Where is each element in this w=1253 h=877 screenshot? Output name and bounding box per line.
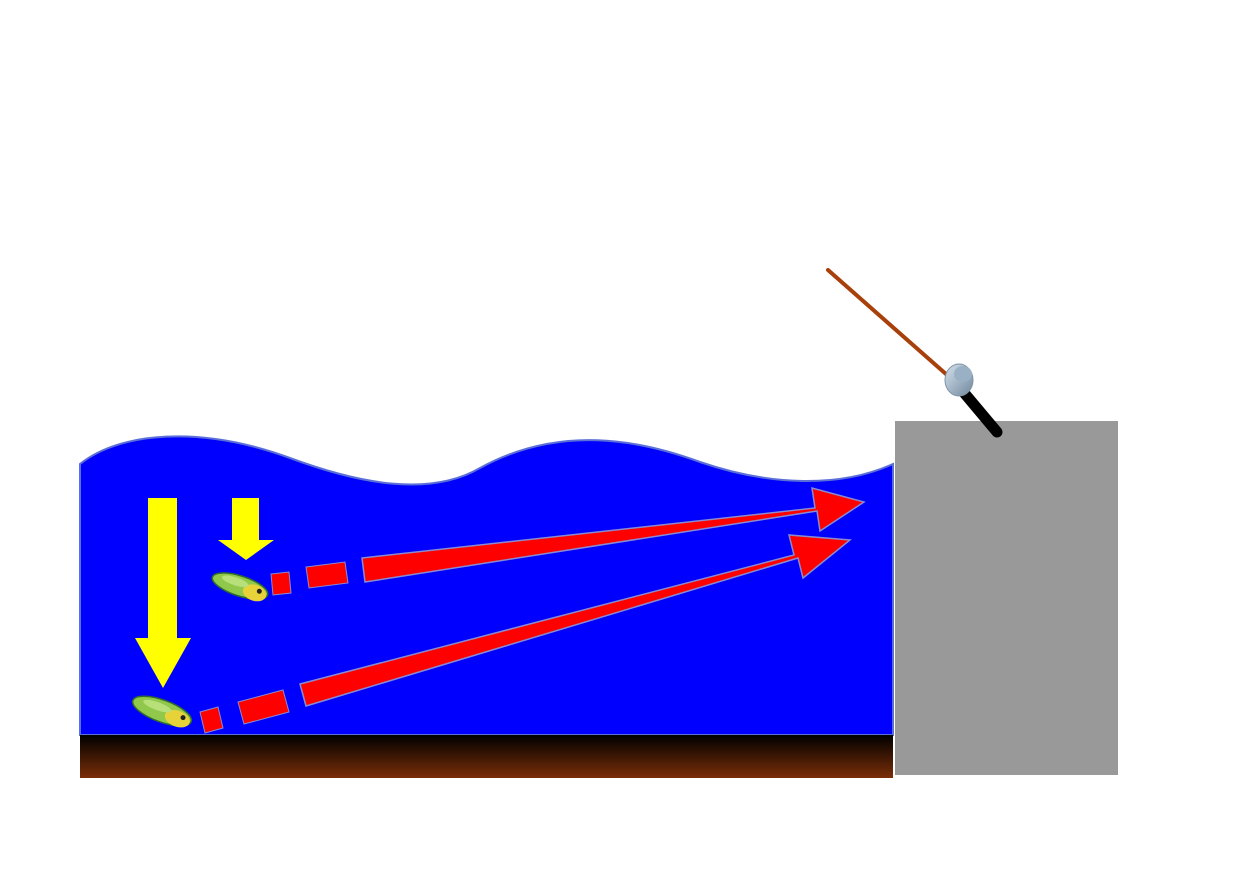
retrieve-dash <box>199 706 224 734</box>
retrieve-arrow-deep <box>299 534 852 707</box>
pier-platform <box>895 421 1118 775</box>
fishing-reel-icon <box>944 363 974 397</box>
retrieve-dash <box>270 571 292 596</box>
retrieve-dash <box>237 689 290 725</box>
seabed <box>80 735 893 778</box>
retrieve-arrow-shallow <box>361 486 866 583</box>
retrieve-path-shallow <box>270 486 866 596</box>
retrieve-path-deep <box>199 534 852 734</box>
water <box>79 435 894 736</box>
fishing-lure-icon <box>211 572 269 602</box>
fishing-lure-icon <box>131 695 193 728</box>
retrieve-dash <box>305 561 349 589</box>
fishing-rod-icon <box>826 268 1003 438</box>
sink-arrow-small <box>218 498 274 560</box>
sink-arrow-large <box>135 498 191 688</box>
